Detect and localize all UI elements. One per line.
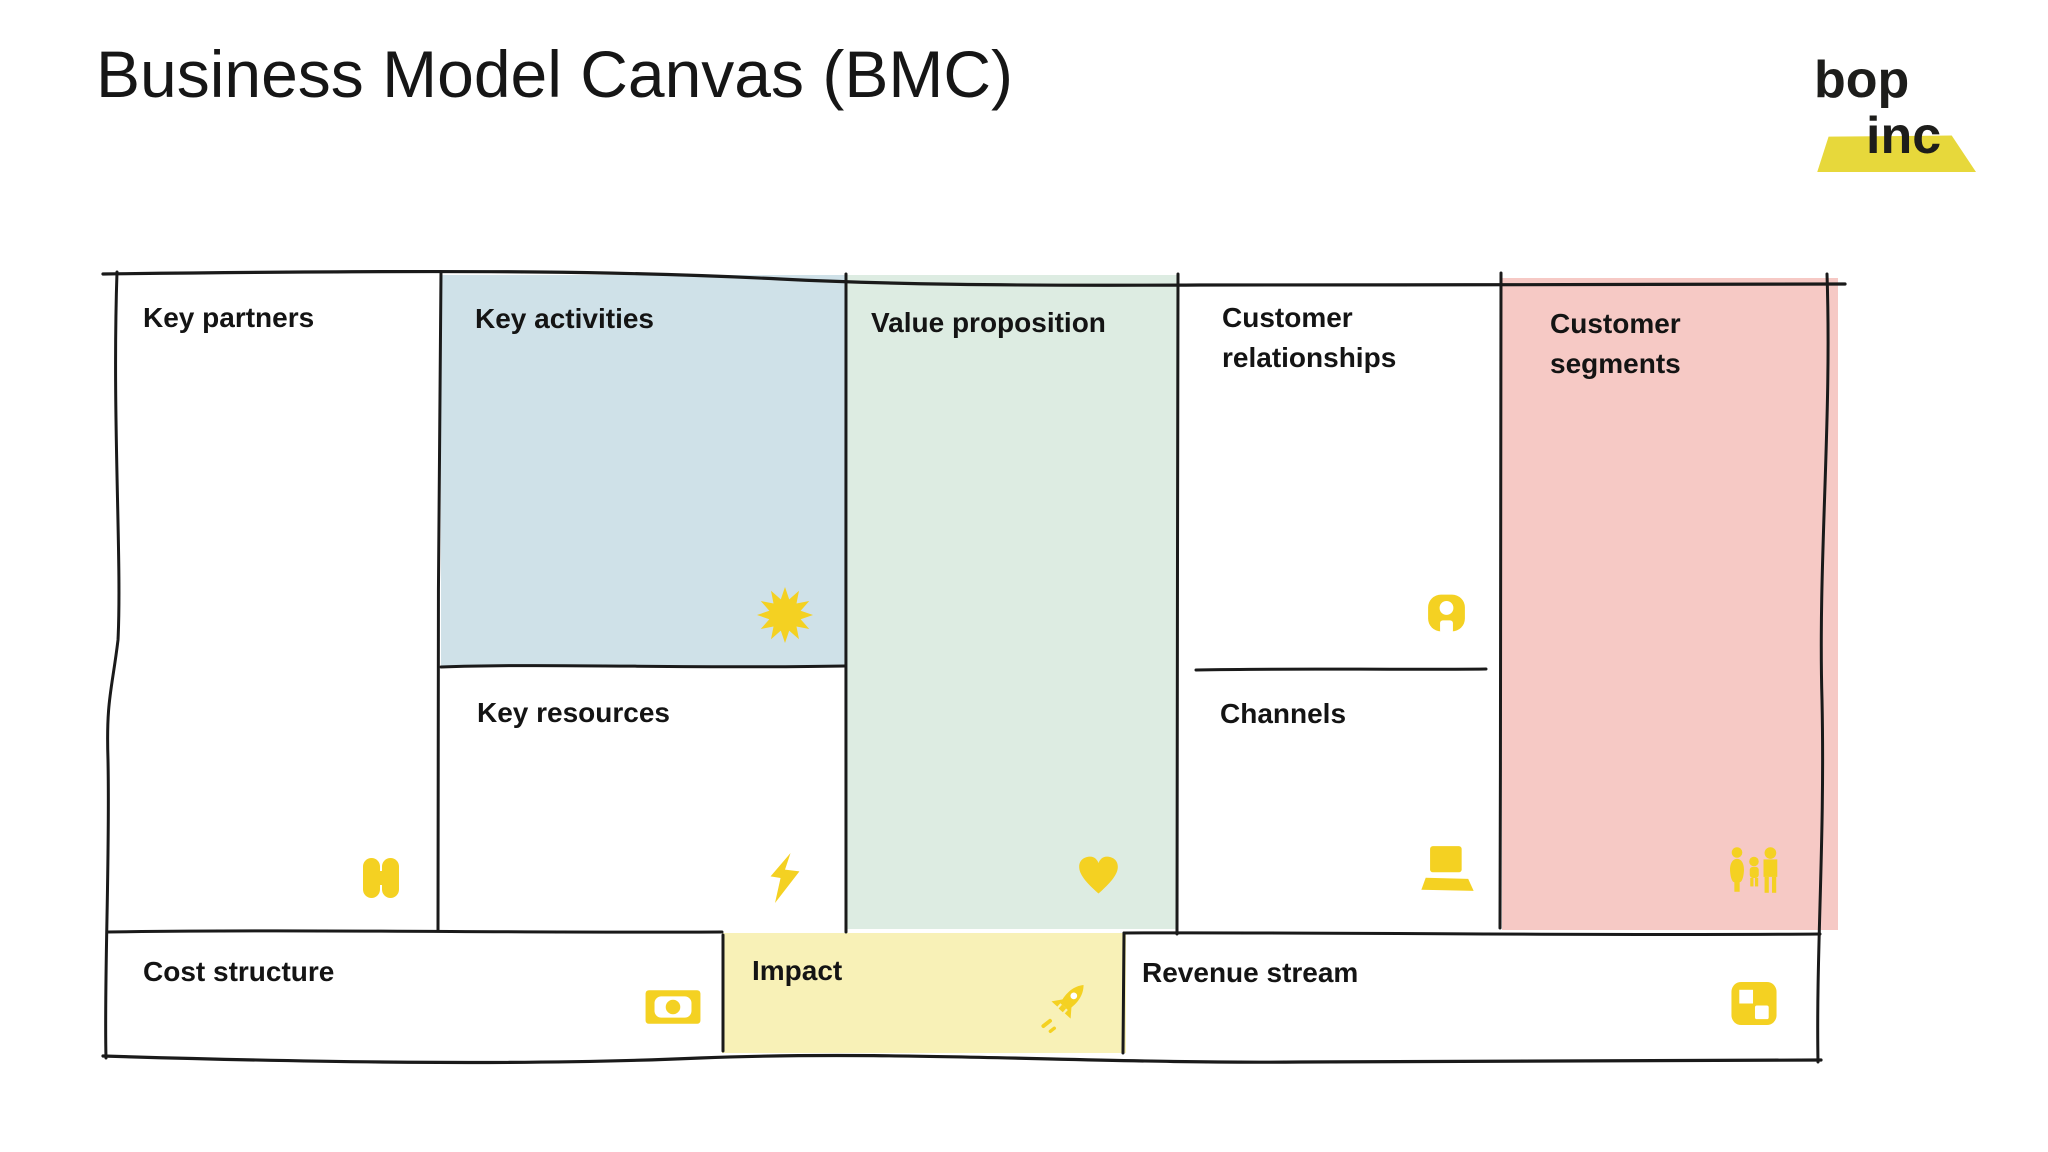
section-cost-structure: Cost structure	[107, 932, 722, 1053]
sun-icon	[757, 587, 813, 643]
section-value-proposition: Value proposition	[847, 275, 1178, 929]
channels-label: Channels	[1220, 698, 1347, 729]
section-customer-relationships: Customer relationships	[1178, 272, 1502, 670]
section-revenue-stream: Revenue stream	[1124, 933, 1820, 1055]
bopinc-logo: bop inc	[1810, 52, 1990, 182]
impact-background	[722, 933, 1126, 1053]
cost-structure-label: Cost structure	[143, 956, 335, 987]
section-key-activities: Key activities	[441, 275, 847, 667]
value-proposition-background	[847, 275, 1178, 929]
contact-icon	[1423, 590, 1470, 636]
key-resources-label: Key resources	[477, 697, 671, 728]
logo-text-inc: inc	[1866, 107, 1942, 165]
rocket-icon	[1036, 979, 1094, 1035]
key-partners-label: Key partners	[143, 302, 315, 333]
page-title: Business Model Canvas (BMC)	[96, 37, 1013, 111]
partners-icon	[362, 856, 400, 900]
people-icon	[1728, 846, 1781, 894]
value-proposition-label: Value proposition	[871, 307, 1106, 338]
impact-label: Impact	[752, 955, 843, 986]
grid-icon	[1728, 979, 1780, 1028]
lightning-icon	[767, 853, 803, 903]
section-customer-segments: Customer segments	[1502, 278, 1838, 930]
customer-segments-background	[1502, 278, 1838, 930]
customer-relationships-label: Customer relationships	[1222, 302, 1397, 374]
logo-text-bop: bop	[1814, 51, 1910, 109]
section-channels: Channels	[1178, 670, 1502, 932]
heart-icon	[1075, 853, 1122, 899]
key-activities-label: Key activities	[475, 303, 654, 334]
laptop-icon	[1420, 844, 1475, 893]
section-key-resources: Key resources	[441, 667, 847, 932]
customer-segments-label: Customer segments	[1550, 308, 1681, 380]
money-icon	[645, 988, 701, 1026]
section-key-partners: Key partners	[107, 272, 441, 932]
logo-yellow-band	[1817, 135, 1976, 172]
revenue-stream-label: Revenue stream	[1142, 957, 1359, 988]
section-impact: Impact	[722, 933, 1126, 1053]
